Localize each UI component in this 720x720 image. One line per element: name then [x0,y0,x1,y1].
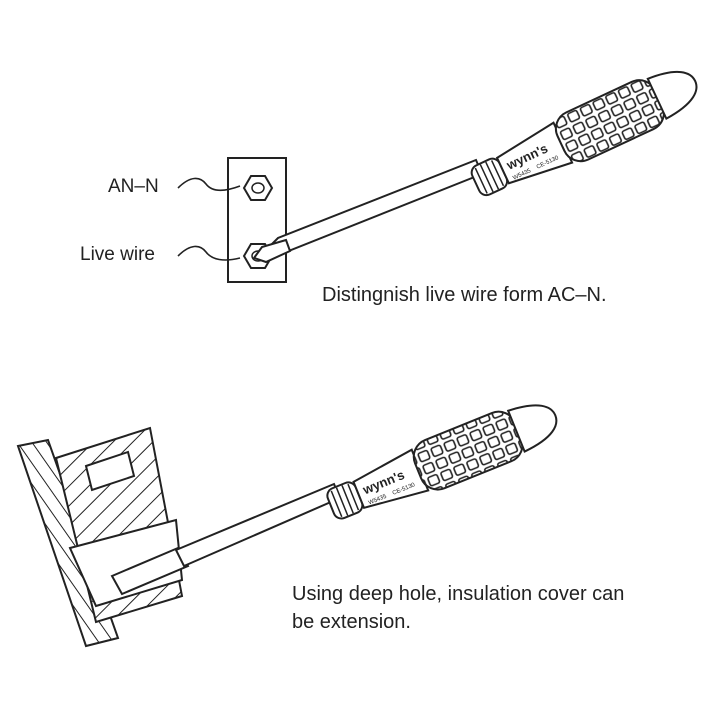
top-screwdriver-shaft [259,158,484,256]
caption-bottom: Using deep hole, insulation cover can be… [292,580,712,636]
label-live-wire: Live wire [80,244,155,265]
deep-hole-channel [68,518,184,608]
caption-top: Distingnish live wire form AC–N. [322,284,607,306]
top-screwdriver-tip [252,238,292,264]
bottom-screwdriver-shaft [174,482,342,568]
leader-line-live [177,245,241,261]
bottom-screwdriver: wynn's W5435 CE-5130 [110,404,558,596]
top-screwdriver-neck [495,121,574,185]
top-screwdriver: wynn's W5435 CE-5130 [252,70,698,264]
bottom-screwdriver-grip [412,410,524,491]
top-screwdriver-cap [646,70,698,121]
neutral-terminal-nut [242,175,274,201]
bottom-screwdriver-cap [506,404,558,453]
caption-bottom-line-1: Using deep hole, insulation cover can [292,583,625,605]
terminal-plate-group [227,157,287,283]
caption-bottom-line-2: be extension. [292,611,411,633]
label-neutral-terminal: AN–N [108,176,159,197]
socket-slot [84,450,136,492]
leader-line-neutral [177,177,241,192]
insulation-sleeve [110,546,190,596]
wall-section [16,426,184,648]
bottom-screwdriver-neck [352,448,430,510]
